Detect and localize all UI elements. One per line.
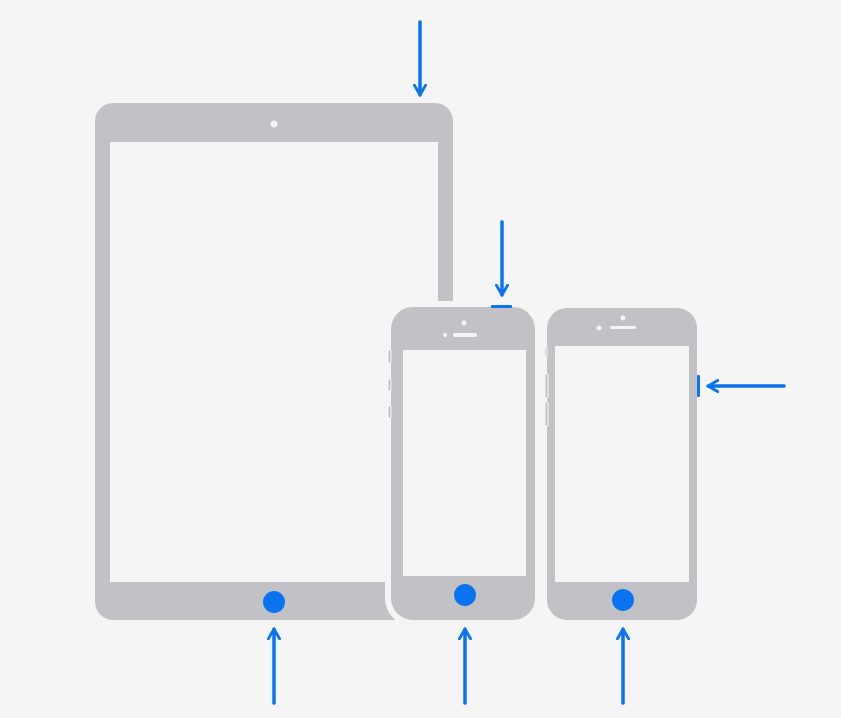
iphone1-sensor xyxy=(443,333,447,337)
iphone2-home-button xyxy=(612,589,634,611)
iphone2-camera xyxy=(620,315,626,321)
iphone2-speaker xyxy=(610,326,636,329)
ipad xyxy=(95,103,453,620)
iphone-side-button xyxy=(544,308,700,620)
ipad-camera xyxy=(270,120,278,128)
iphone1-screen xyxy=(403,350,526,576)
iphone1-top-button xyxy=(491,305,512,308)
ipad-screen xyxy=(110,142,438,582)
iphone2-mute-switch xyxy=(544,346,548,358)
iphone2-volume-up xyxy=(544,373,549,399)
iphone1-volume-down xyxy=(387,405,392,419)
iphone2-sensor xyxy=(596,325,602,331)
iphone2-screen xyxy=(555,346,689,582)
iphone2-volume-down xyxy=(544,401,549,427)
iphone1-speaker xyxy=(453,333,477,337)
ipad-home-button xyxy=(263,591,285,613)
iphone1-volume-up xyxy=(387,378,392,392)
iphone1-mute-switch xyxy=(387,349,392,364)
iphone2-side-button xyxy=(697,375,700,397)
iphone-top-button xyxy=(385,301,541,626)
iphone1-camera xyxy=(461,320,467,326)
iphone1-home-button xyxy=(454,584,476,606)
